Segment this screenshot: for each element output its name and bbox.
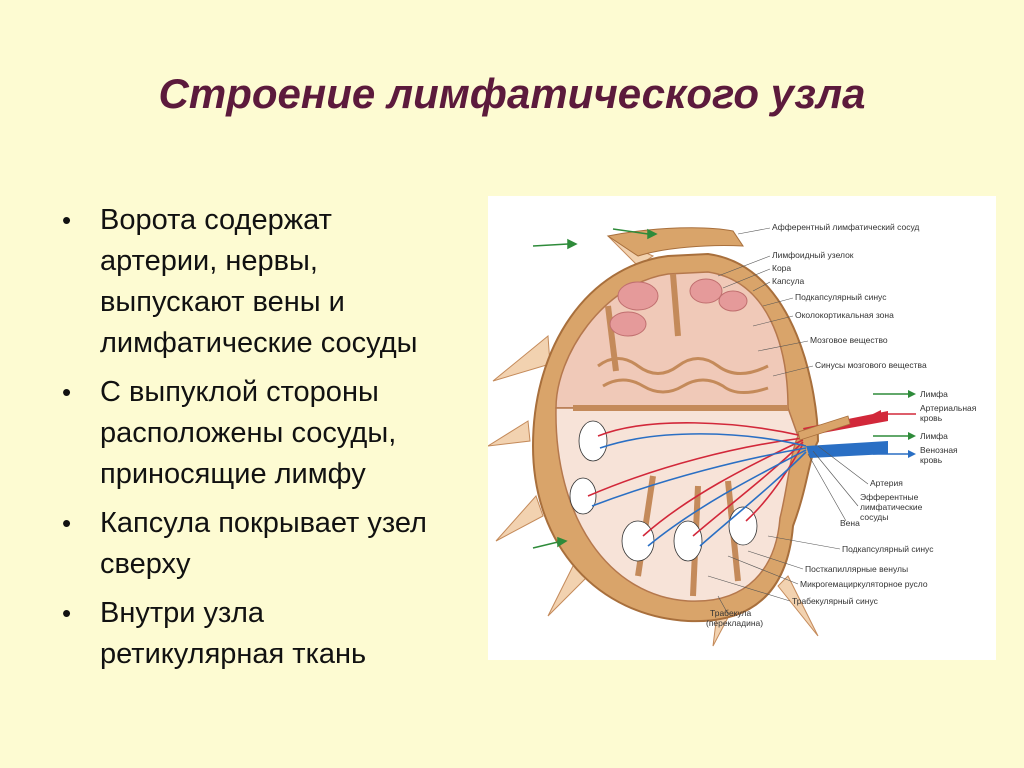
bullet-glyph: •	[62, 508, 72, 538]
label-trabecula-1: Трабекула	[710, 608, 752, 618]
arteries	[587, 422, 804, 537]
medullary-cords	[597, 357, 769, 394]
bullet-glyph: •	[62, 377, 72, 407]
bullet-item: • Внутри узла ретикулярная ткань	[62, 593, 452, 675]
label-arterial-blood-2: кровь	[920, 413, 943, 423]
label-lymph-out: Лимфа	[920, 431, 948, 441]
label-microcirculation: Микрогемациркуляторное русло	[800, 579, 928, 589]
label-efferent-3: сосуды	[860, 512, 888, 522]
bullet-glyph: •	[62, 598, 72, 628]
lymph-node-figure: Афферентный лимфатический сосуд Лимфоидн…	[488, 196, 996, 660]
label-nodule: Лимфоидный узелок	[772, 250, 854, 260]
veins	[591, 433, 807, 547]
label-artery: Артерия	[870, 478, 903, 488]
bullet-text: Капсула покрывает узел сверху	[100, 507, 427, 580]
bullet-glyph: •	[62, 205, 72, 235]
bullet-text: Ворота содержат артерии, нервы, выпускаю…	[100, 204, 418, 359]
slide-title: Строение лимфатического узла	[158, 70, 866, 117]
efferent-vessel	[797, 415, 851, 441]
hilum-vein	[806, 441, 888, 458]
label-medulla: Мозговое вещество	[810, 335, 888, 345]
label-lymph-in: Лимфа	[920, 389, 948, 399]
bullet-item: • Ворота содержат артерии, нервы, выпуска…	[62, 200, 452, 364]
label-vein: Вена	[840, 518, 860, 528]
label-afferent: Афферентный лимфатический сосуд	[772, 222, 919, 232]
label-cortex: Кора	[772, 263, 791, 273]
label-trabecular-sinus: Трабекулярный синус	[792, 596, 879, 606]
label-venous-blood-1: Венозная	[920, 445, 958, 455]
bullet-item: • С выпуклой стороны расположены сосуды, …	[62, 372, 452, 495]
afferent-vessel	[606, 227, 744, 257]
label-subcapsular-sinus-bottom: Подкапсулярный синус	[842, 544, 934, 554]
label-trabecula-2: (перекладина)	[706, 618, 763, 628]
label-efferent-2: лимфатические	[860, 502, 923, 512]
bullet-text: Внутри узла ретикулярная ткань	[100, 597, 367, 670]
leader-lines	[707, 227, 869, 615]
label-arterial-blood-1: Артериальная	[920, 403, 977, 413]
label-capsule: Капсула	[772, 276, 805, 286]
bullet-list: • Ворота содержат артерии, нервы, выпуска…	[62, 200, 452, 683]
legend-arrows	[873, 390, 916, 458]
label-postcapillary: Посткапиллярные венулы	[805, 564, 908, 574]
bullet-item: • Капсула покрывает узел сверху	[62, 503, 452, 585]
label-venous-blood-2: кровь	[920, 455, 943, 465]
label-efferent-1: Эфферентные	[860, 492, 919, 502]
label-medullary-sinuses: Синусы мозгового вещества	[815, 360, 927, 370]
label-subcapsular-sinus-top: Подкапсулярный синус	[795, 292, 887, 302]
bullet-text: С выпуклой стороны расположены сосуды, п…	[100, 376, 397, 490]
label-paracortex: Околокортикальная зона	[795, 310, 894, 320]
lymph-arrows	[532, 228, 658, 549]
lymph-node-diagram: Афферентный лимфатический сосуд Лимфоидн…	[488, 222, 977, 647]
lymphoid-nodules	[609, 278, 748, 337]
